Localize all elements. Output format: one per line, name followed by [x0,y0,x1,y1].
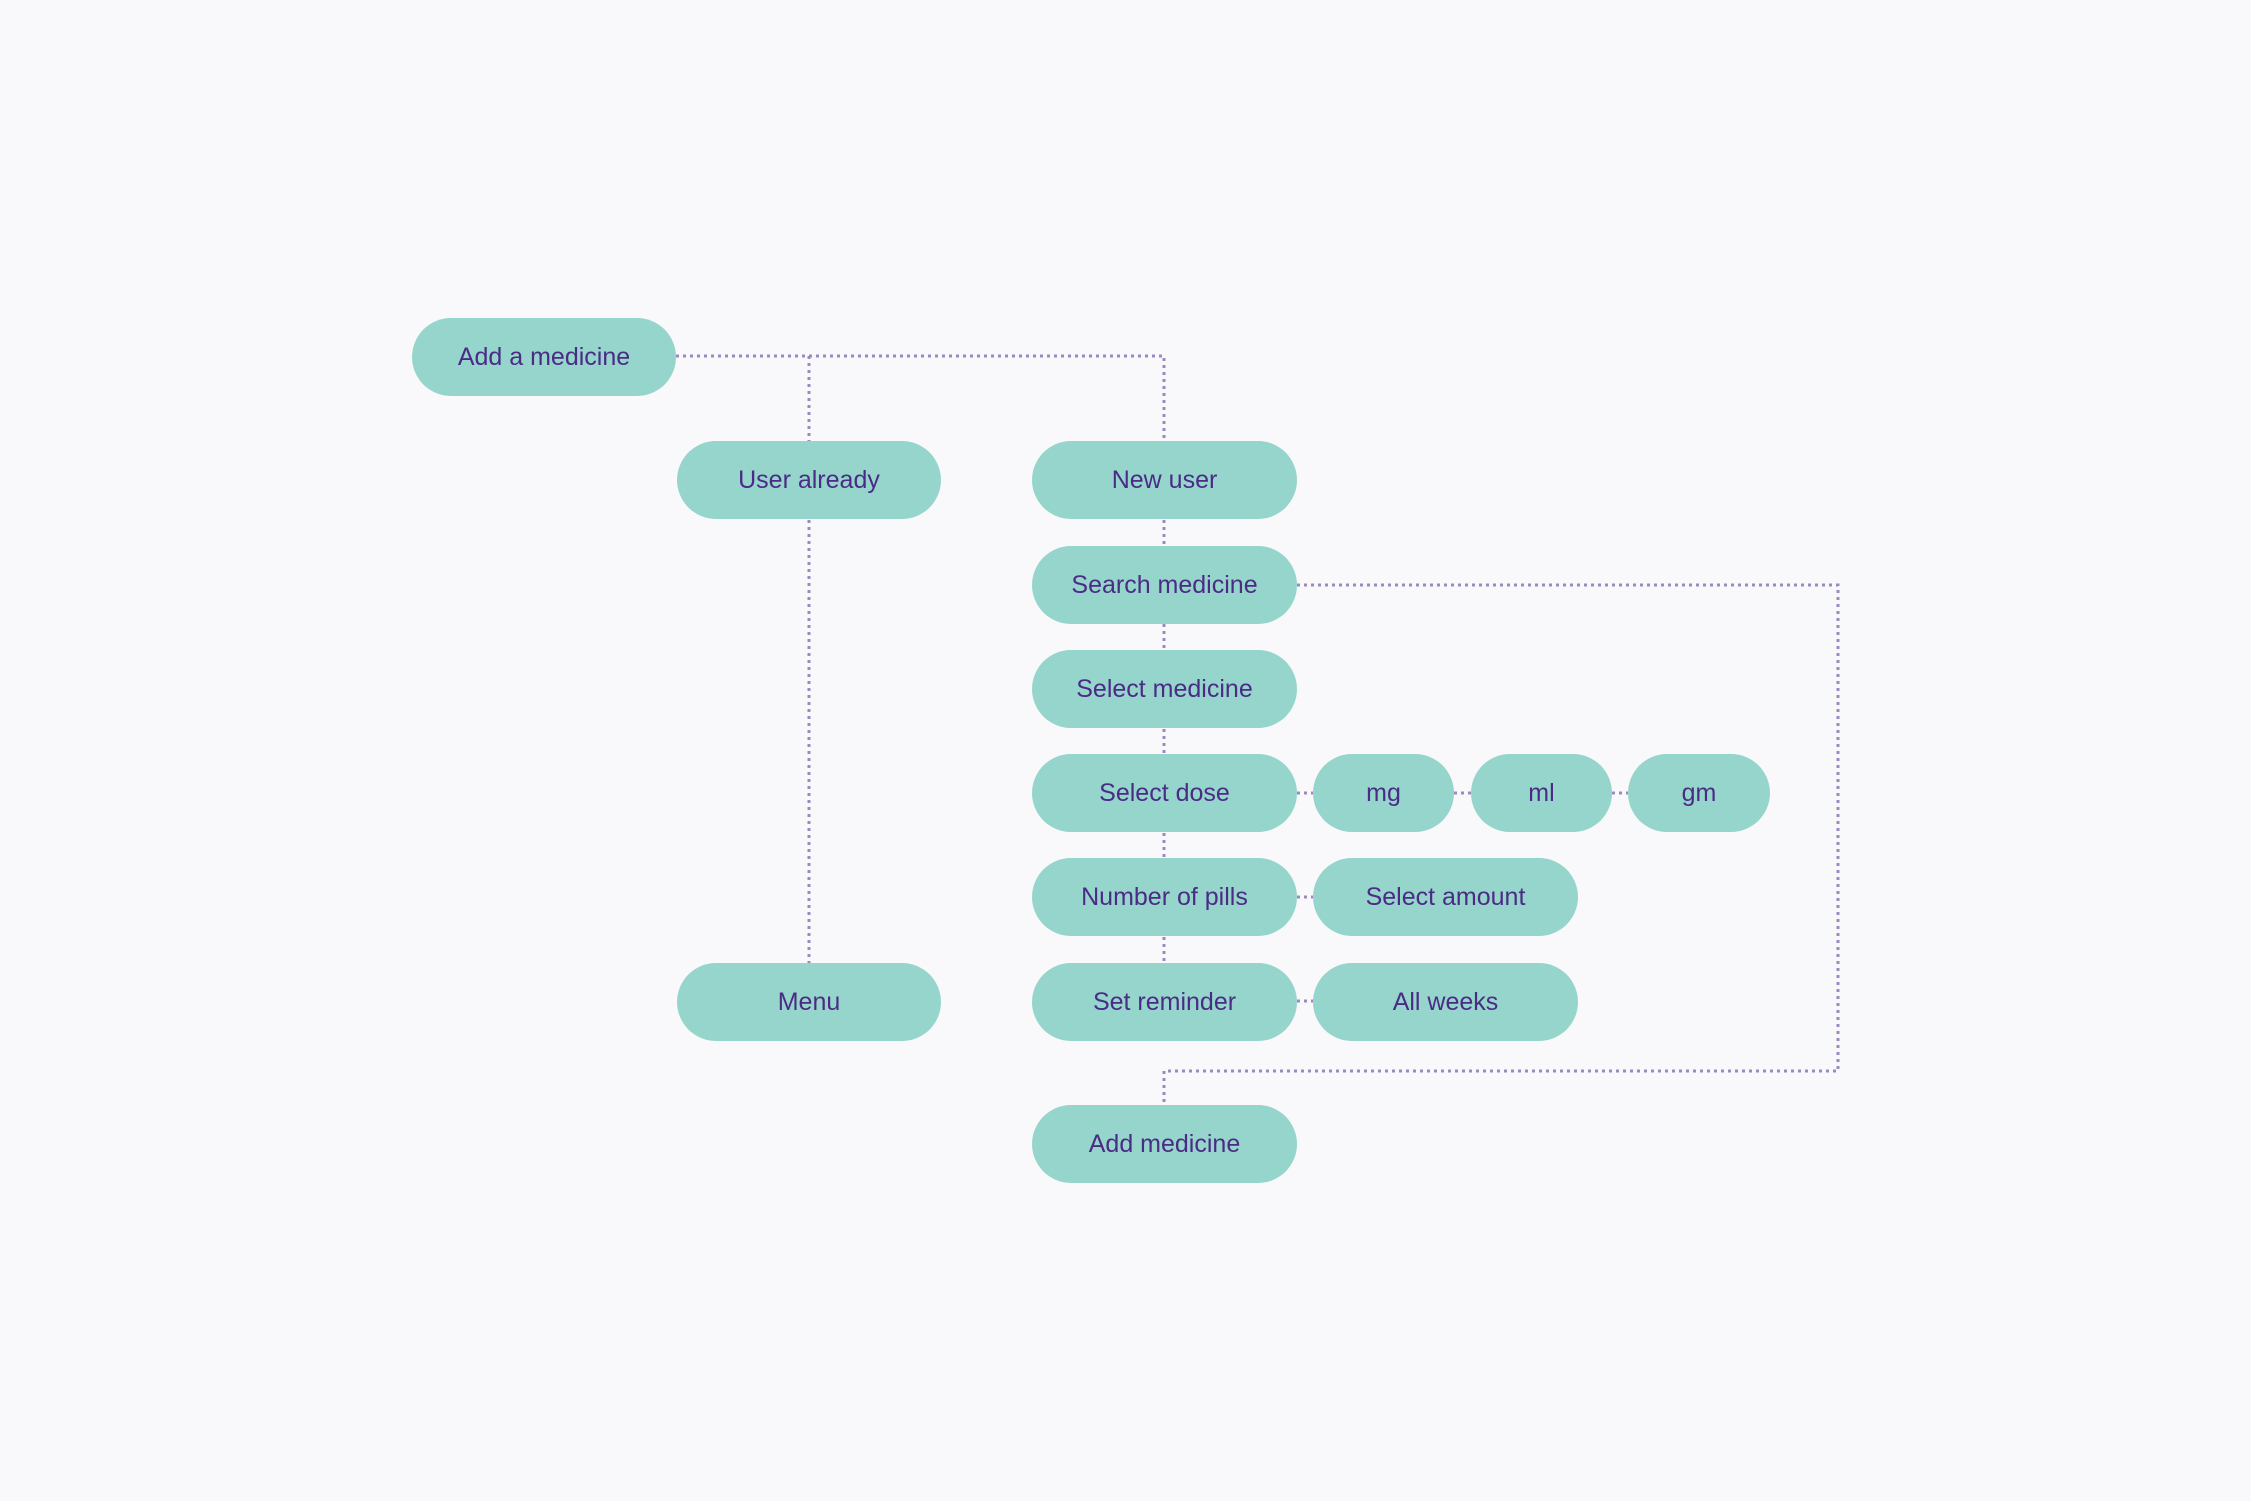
node-select-medicine: Select medicine [1032,650,1297,728]
node-add-medicine: Add medicine [1032,1105,1297,1183]
connector-add-a-medicine-to-branches [676,354,1166,441]
node-all-weeks: All weeks [1313,963,1578,1041]
node-add-a-medicine: Add a medicine [412,318,676,396]
node-menu: Menu [677,963,941,1041]
node-ml: ml [1471,754,1612,832]
node-set-reminder: Set reminder [1032,963,1297,1041]
node-new-user: New user [1032,441,1297,519]
node-search-medicine: Search medicine [1032,546,1297,624]
node-gm: gm [1628,754,1770,832]
node-select-dose: Select dose [1032,754,1297,832]
node-number-of-pills: Number of pills [1032,858,1297,936]
node-user-already: User already [677,441,941,519]
node-select-amount: Select amount [1313,858,1578,936]
node-mg: mg [1313,754,1454,832]
